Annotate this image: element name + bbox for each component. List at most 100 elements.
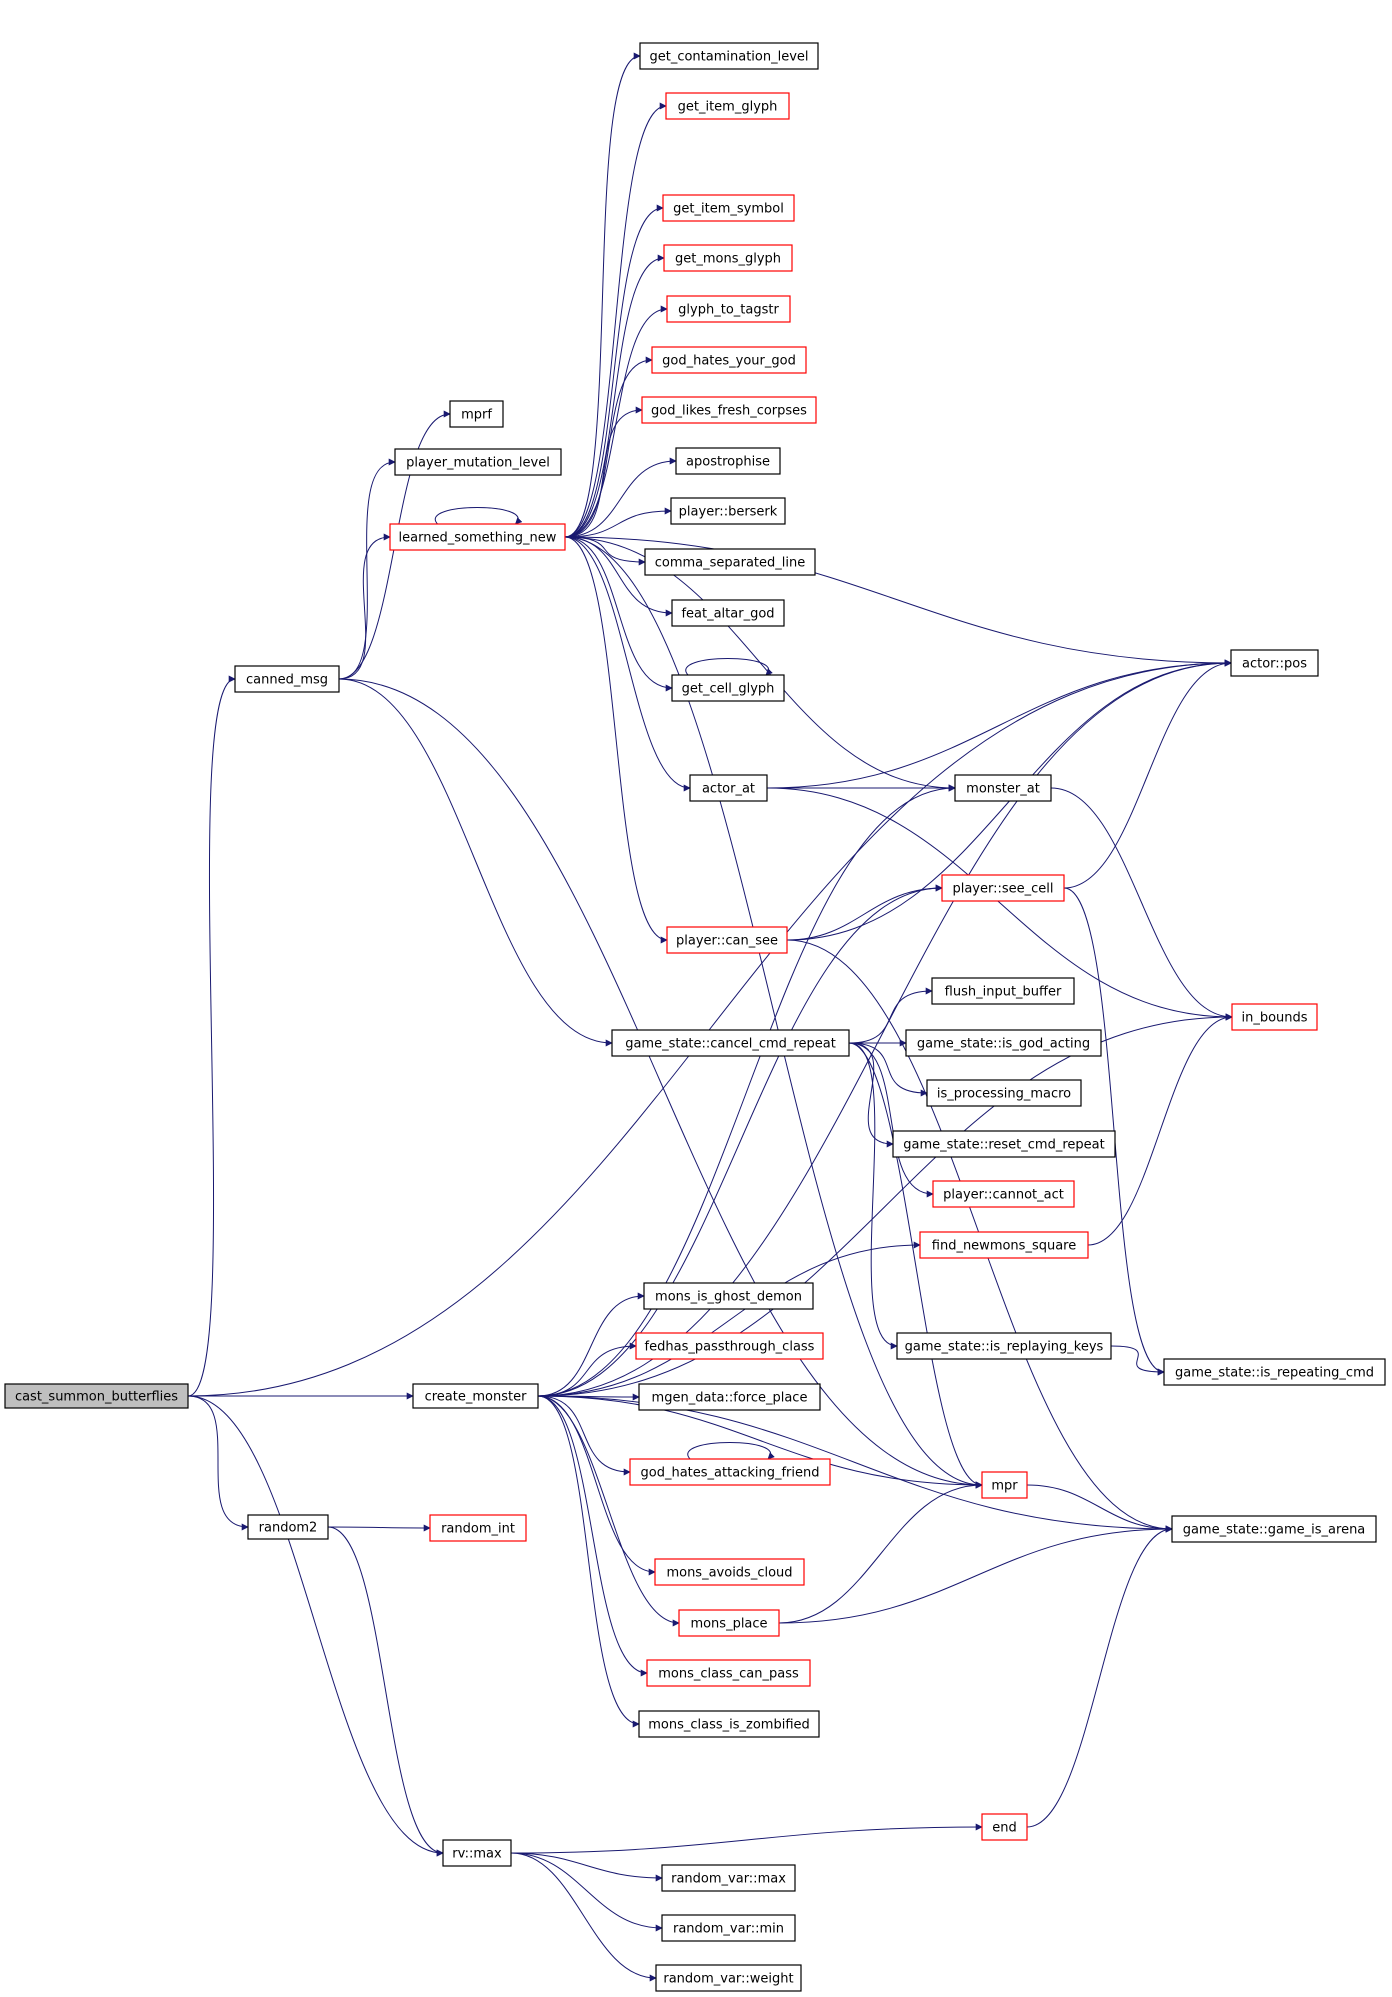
node-cast-summon-butterflies[interactable]: cast_summon_butterflies [4, 1383, 189, 1409]
node-monster-at[interactable]: monster_at [954, 774, 1052, 802]
node-box [638, 1383, 821, 1411]
node-player-see-cell[interactable]: player::see_cell [941, 874, 1065, 902]
node-label: rv::max [452, 1847, 502, 1862]
edge-learned_something_new-to-mpr [564, 536, 983, 1489]
node-reset-cmd-repeat[interactable]: game_state::reset_cmd_repeat [892, 1130, 1116, 1158]
node-player-berserk[interactable]: player::berserk [670, 497, 786, 525]
node-box [671, 599, 785, 627]
node-box [389, 523, 566, 551]
node-random2[interactable]: random2 [247, 1514, 329, 1540]
node-random-var-min[interactable]: random_var::min [661, 1914, 796, 1942]
node-player-cannot-act[interactable]: player::cannot_act [932, 1180, 1075, 1208]
node-random-var-max[interactable]: random_var::max [661, 1864, 796, 1892]
node-label: mpr [991, 1479, 1018, 1494]
node-apostrophise[interactable]: apostrophise [675, 447, 781, 475]
node-label: game_state::reset_cmd_repeat [903, 1138, 1104, 1153]
node-label: end [992, 1821, 1017, 1836]
node-create-monster[interactable]: create_monster [412, 1383, 539, 1409]
node-find-newmons-square[interactable]: find_newmons_square [919, 1231, 1089, 1259]
edge-learned_something_new-to-player_berserk [564, 507, 672, 538]
node-god-hates-attacking-friend[interactable]: god_hates_attacking_friend [629, 1458, 831, 1486]
node-mons-class-can-pass[interactable]: mons_class_can_pass [646, 1659, 811, 1687]
node-canned-msg[interactable]: canned_msg [234, 665, 340, 693]
node-cancel-cmd-repeat[interactable]: game_state::cancel_cmd_repeat [611, 1029, 850, 1057]
edge-player_can_see-to-player_see_cell [786, 884, 943, 941]
node-box [449, 400, 504, 428]
edge-cast_summon_butterflies-to-random2 [187, 1395, 249, 1531]
edge-canned_msg-to-cancel_cmd_repeat [338, 678, 613, 1047]
node-mons-class-is-zombified[interactable]: mons_class_is_zombified [638, 1710, 820, 1738]
edge-cast_summon_butterflies-to-rv_max [187, 1395, 444, 1857]
edge-end-to-game_is_arena [1026, 1525, 1173, 1828]
edge-god_hates_attacking_friend-to-god_hates_attacking_friend [687, 1442, 775, 1460]
node-mons-place[interactable]: mons_place [678, 1609, 780, 1637]
node-is-god-acting[interactable]: game_state::is_god_acting [905, 1029, 1102, 1057]
node-label: player::cannot_act [943, 1188, 1064, 1203]
node-player-mutation-level[interactable]: player_mutation_level [394, 448, 562, 476]
node-mons-avoids-cloud[interactable]: mons_avoids_cloud [654, 1558, 805, 1586]
node-layer: cast_summon_butterflies canned_msg create_… [4, 42, 1386, 1992]
node-label: actor_at [702, 782, 755, 797]
node-flush-input-buffer[interactable]: flush_input_buffer [931, 977, 1075, 1005]
node-is-replaying-keys[interactable]: game_state::is_replaying_keys [896, 1332, 1112, 1360]
edge-cancel_cmd_repeat-to-is_replaying_keys [848, 1042, 898, 1350]
edge-cancel_cmd_repeat-to-player_cannot_act [848, 1042, 934, 1198]
edge-cancel_cmd_repeat-to-is_processing_macro [848, 1042, 928, 1097]
edge-learned_something_new-to-god_likes_fresh_corpses [564, 406, 643, 538]
node-in-bounds[interactable]: in_bounds [1231, 1003, 1318, 1031]
node-mprf[interactable]: mprf [449, 400, 504, 428]
node-actor-at[interactable]: actor_at [689, 774, 768, 802]
node-rv-max[interactable]: rv::max [442, 1839, 512, 1867]
node-label: game_state::is_god_acting [917, 1037, 1090, 1052]
node-label: mgen_data::force_place [652, 1391, 808, 1406]
node-label: is_processing_macro [937, 1087, 1071, 1102]
node-box [442, 1839, 512, 1867]
node-force-place[interactable]: mgen_data::force_place [638, 1383, 821, 1411]
node-game-is-arena[interactable]: game_state::game_is_arena [1171, 1515, 1377, 1543]
edge-create_monster-to-monster_at [537, 784, 956, 1397]
node-feat-altar-god[interactable]: feat_altar_god [671, 599, 785, 627]
node-get-contamination-level[interactable]: get_contamination_level [639, 42, 819, 70]
node-end[interactable]: end [981, 1813, 1028, 1841]
edge-mons_place-to-mpr [778, 1481, 983, 1624]
node-box [675, 447, 781, 475]
edge-random2-to-random_int [327, 1524, 431, 1532]
node-actor-pos[interactable]: actor::pos [1230, 649, 1319, 677]
node-label: glyph_to_tagstr [678, 303, 779, 318]
node-box [981, 1471, 1028, 1499]
node-label: fedhas_passthrough_class [645, 1340, 815, 1355]
node-label: random2 [259, 1521, 318, 1536]
node-god-hates-your-god[interactable]: god_hates_your_god [651, 346, 807, 374]
node-box [654, 1558, 805, 1586]
node-label: random_var::max [671, 1872, 786, 1887]
node-box [394, 448, 562, 476]
node-get-mons-glyph[interactable]: get_mons_glyph [663, 244, 793, 272]
node-player-can-see[interactable]: player::can_see [666, 926, 788, 954]
node-get-item-symbol[interactable]: get_item_symbol [662, 194, 795, 222]
edge-rv_max-to-random_var_weight [510, 1852, 657, 1982]
node-learned-something-new[interactable]: learned_something_new [389, 523, 566, 551]
node-is-processing-macro[interactable]: is_processing_macro [926, 1079, 1082, 1107]
node-random-int[interactable]: random_int [429, 1514, 527, 1542]
node-box [670, 497, 786, 525]
node-mons-is-ghost-demon[interactable]: mons_is_ghost_demon [643, 1282, 814, 1310]
node-mpr[interactable]: mpr [981, 1471, 1028, 1499]
node-label: get_mons_glyph [675, 252, 781, 267]
node-label: mons_avoids_cloud [666, 1566, 792, 1581]
node-get-cell-glyph[interactable]: get_cell_glyph [671, 674, 785, 702]
node-label: create_monster [425, 1390, 527, 1405]
node-fedhas-passthrough-class[interactable]: fedhas_passthrough_class [635, 1332, 824, 1360]
node-label: game_state::cancel_cmd_repeat [625, 1037, 836, 1052]
edge-learned_something_new-to-player_can_see [564, 536, 668, 944]
edge-actor_at-to-in_bounds [766, 787, 1233, 1021]
node-get-item-glyph[interactable]: get_item_glyph [665, 92, 790, 120]
edge-create_monster-to-mons_place [537, 1395, 680, 1627]
node-god-likes-fresh-corpses[interactable]: god_likes_fresh_corpses [641, 396, 817, 424]
node-is-repeating-cmd[interactable]: game_state::is_repeating_cmd [1163, 1358, 1386, 1386]
node-comma-separated-line[interactable]: comma_separated_line [644, 548, 816, 576]
node-random-var-weight[interactable]: random_var::weight [655, 1964, 802, 1992]
edge-learned_something_new-to-get_item_symbol [564, 204, 664, 538]
node-glyph-to-tagstr[interactable]: glyph_to_tagstr [666, 295, 791, 323]
edge-create_monster-to-fedhas_passthrough_class [537, 1342, 637, 1397]
edge-create_monster-to-mons_class_can_pass [537, 1395, 648, 1677]
